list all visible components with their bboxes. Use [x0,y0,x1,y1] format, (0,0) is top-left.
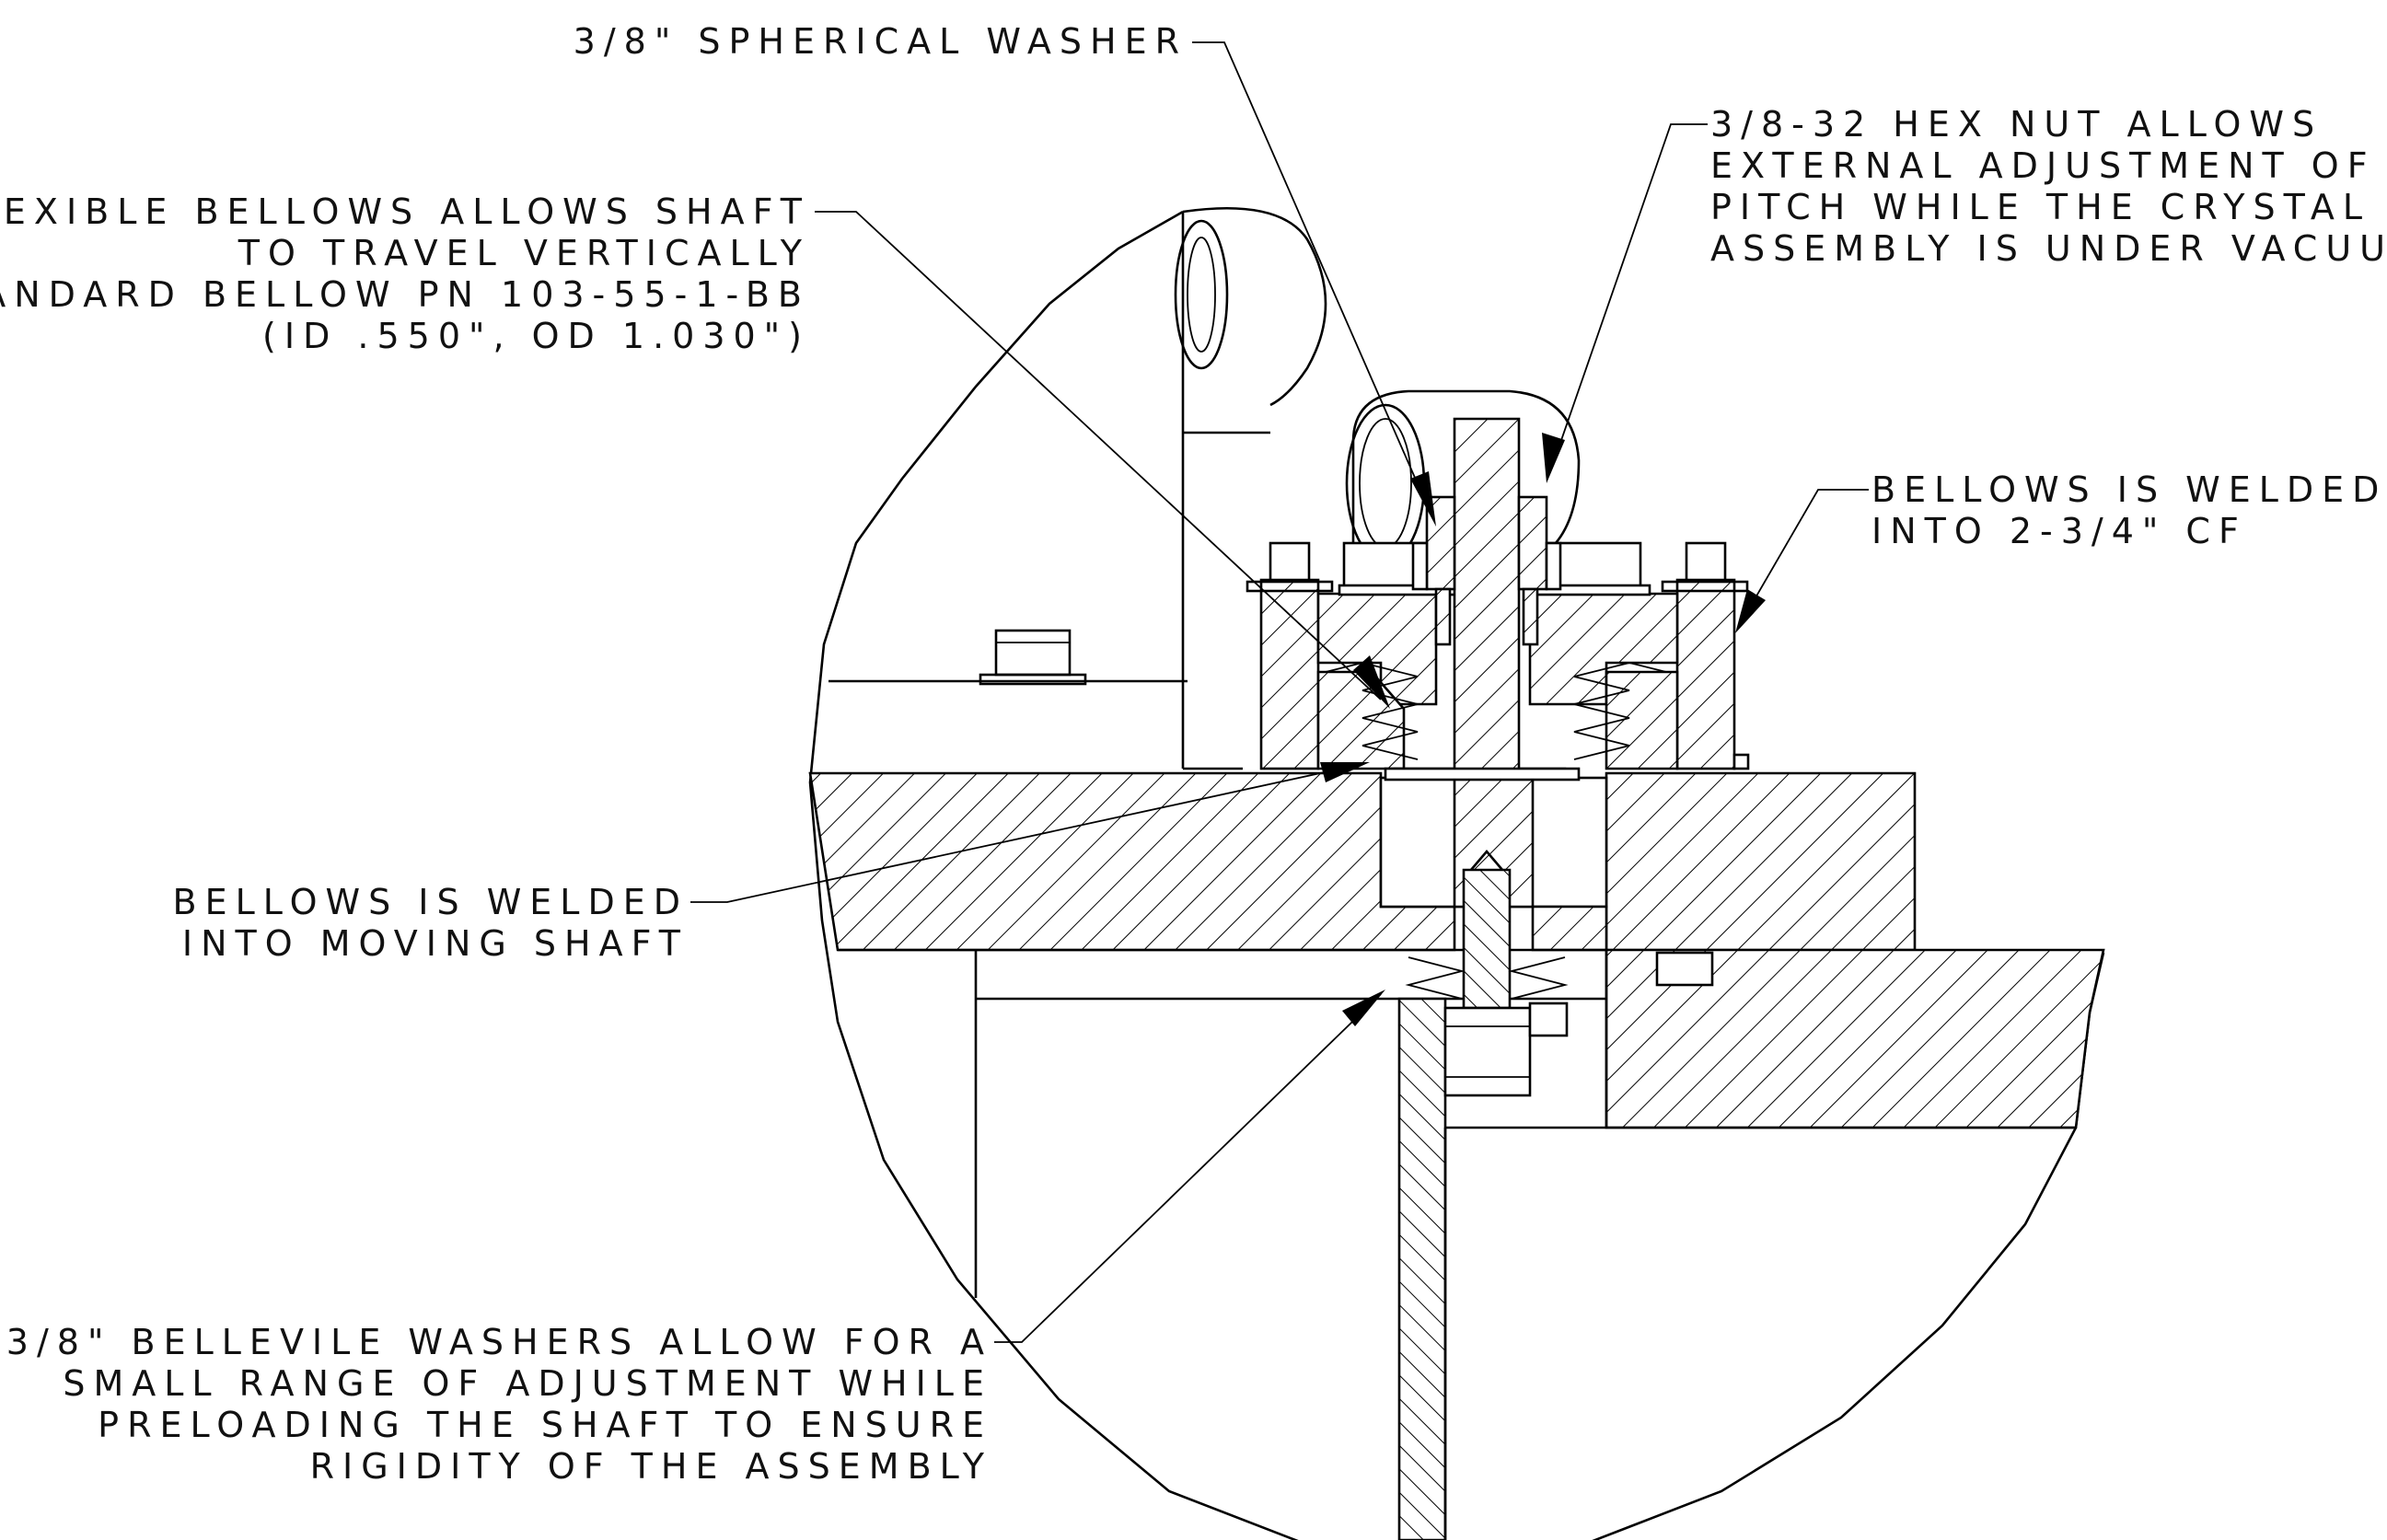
callout-bellows-shaft: BELLOWS IS WELDED INTO MOVING SHAFT [173,882,689,964]
cap-screw-left [979,629,1087,686]
lower-right-block [1605,948,2105,1129]
callout-spherical-washer: 3/8" SPHERICAL WASHER [574,21,1188,62]
callout-hex-nut-line-1: 3/8-32 HEX NUT ALLOWS [1710,104,2323,145]
leader-lines [690,41,1869,1343]
cf-flange-left [1246,541,1334,770]
base-plate [808,771,1917,952]
callout-belleville: 3/8" BELLEVILE WASHERS ALLOW FOR A SMALL… [6,1322,992,1487]
leader-arrowheads [1320,433,1766,1026]
callout-bellows-cf-line-2: INTO 2-3/4" CF [1871,511,2247,551]
callout-bellows-cf: BELLOWS IS WELDED INTO 2-3/4" CF [1871,469,2387,551]
callout-flexible-bellows: FLEXIBLE BELLOWS ALLOWS SHAFT TO TRAVEL … [0,191,810,356]
callout-spherical-washer-line-1: 3/8" SPHERICAL WASHER [574,21,1188,62]
moving-shaft [1384,417,1581,909]
cf-flange-right [1661,541,1750,770]
callout-flexible-bellows-line-1: FLEXIBLE BELLOWS ALLOWS SHAFT [0,191,810,232]
callout-bellows-shaft-line-2: INTO MOVING SHAFT [182,923,689,964]
callout-hex-nut: 3/8-32 HEX NUT ALLOWS EXTERNAL ADJUSTMEN… [1710,104,2387,269]
callout-belleville-line-1: 3/8" BELLEVILE WASHERS ALLOW FOR A [6,1322,992,1362]
callout-hex-nut-line-3: PITCH WHILE THE CRYSTAL [1710,187,2370,227]
callout-flexible-bellows-line-3: STANDARD BELLOW PN 103-55-1-BB [0,274,810,315]
callout-flexible-bellows-line-4: (ID .550", OD 1.030") [262,316,810,356]
callout-belleville-line-4: RIGIDITY OF THE ASSEMBLY [310,1446,992,1487]
lower-bolt [1405,849,1569,1097]
callout-bellows-cf-line-1: BELLOWS IS WELDED [1871,469,2387,510]
spherical-washer-and-nut [1411,495,1562,646]
callout-hex-nut-line-2: EXTERNAL ADJUSTMENT OF [1710,145,2376,186]
callout-flexible-bellows-line-2: TO TRAVEL VERTICALLY [238,233,810,273]
upper-mount-block [828,206,1327,770]
callout-hex-nut-line-4: ASSEMBLY IS UNDER VACUUM [1710,228,2387,269]
callout-belleville-line-2: SMALL RANGE OF ADJUSTMENT WHILE [63,1363,992,1404]
callout-belleville-line-3: PRELOADING THE SHAFT TO ENSURE [98,1405,992,1445]
bellows [1325,662,1667,760]
callout-bellows-shaft-line-1: BELLOWS IS WELDED [173,882,689,922]
